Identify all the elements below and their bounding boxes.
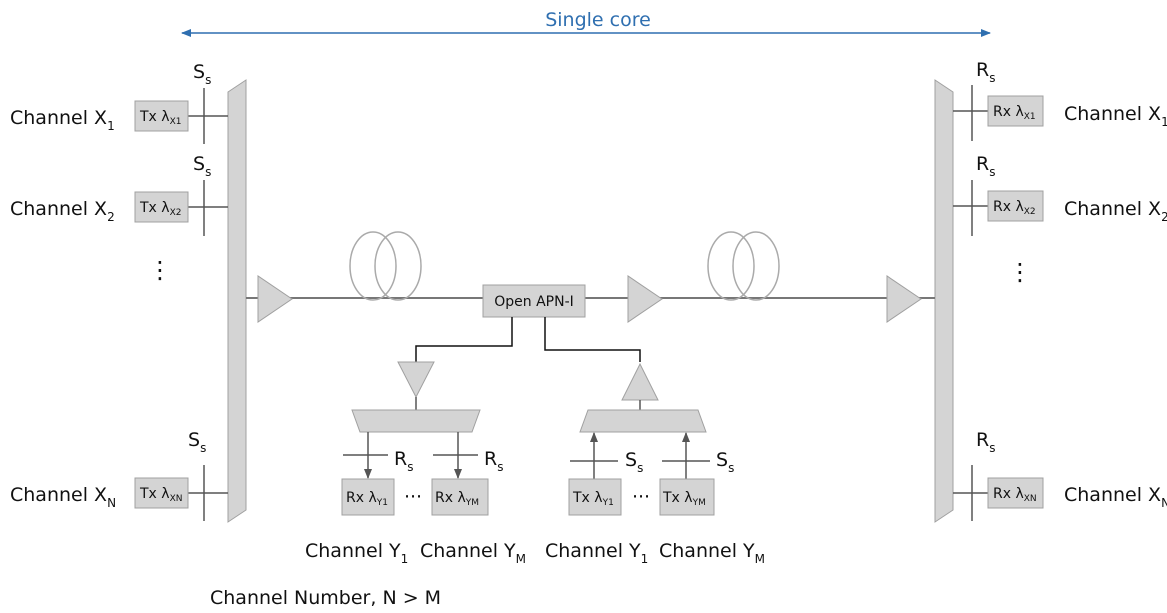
- drop-rx-y1: Rs Rx λY1: [341, 432, 413, 516]
- add-horizontal-ellipsis: ···: [632, 486, 650, 508]
- svg-text:Rs: Rs: [976, 429, 995, 455]
- svg-text:Rx λY1: Rx λY1: [346, 490, 388, 508]
- channel-xn-right: Channel XN: [1064, 484, 1167, 510]
- rx-xn-box: [987, 477, 1044, 509]
- svg-text:Rx λYM: Rx λYM: [435, 490, 479, 508]
- svg-text:Rs: Rs: [976, 153, 995, 179]
- channel-x1-left: Channel X1: [10, 107, 115, 133]
- add-tx-y1: Ss Tx λY1: [568, 432, 643, 516]
- fiber-spool-1: [349, 231, 422, 301]
- channel-xn-left: Channel XN: [10, 484, 116, 510]
- drop-channel-ym: Channel YM: [420, 540, 526, 566]
- right-rx-row-2: Rx λX2 Rs Channel X2: [953, 153, 1167, 236]
- pre-amplifier: [886, 275, 922, 323]
- rx-x1-box: [987, 95, 1044, 127]
- booster-amplifier: [257, 275, 293, 323]
- fiber-spool-2: [707, 231, 780, 301]
- drop-channel-y1: Channel Y1: [305, 540, 408, 566]
- svg-text:Ss: Ss: [188, 429, 206, 455]
- svg-text:Tx λYM: Tx λYM: [662, 490, 706, 508]
- svg-text:Rx λXN: Rx λXN: [993, 486, 1037, 504]
- left-multiplexer: [227, 79, 247, 523]
- svg-text:Ss: Ss: [193, 153, 211, 179]
- svg-text:Ss: Ss: [193, 61, 211, 87]
- right-rx-row-n: Rx λXN Rs Channel XN: [953, 429, 1167, 521]
- drop-horizontal-ellipsis: ···: [404, 486, 422, 508]
- single-core-label: Single core: [545, 9, 651, 31]
- open-apn-i-box: [482, 284, 586, 318]
- left-vertical-ellipsis: ⋮: [148, 256, 172, 284]
- add-tx-ym: Ss Tx λYM: [659, 432, 734, 516]
- right-vertical-ellipsis: ⋮: [1008, 258, 1032, 286]
- svg-text:Rx λX2: Rx λX2: [993, 199, 1036, 217]
- drop-branch-link: [415, 317, 513, 362]
- channel-x2-left: Channel X2: [10, 198, 115, 224]
- drop-rx-ym: Rs Rx λYM: [431, 432, 503, 516]
- channel-number-note: Channel Number, N > M: [210, 587, 441, 609]
- inline-amplifier: [627, 275, 663, 323]
- svg-text:Tx λY1: Tx λY1: [572, 490, 614, 508]
- add-amplifier: [621, 362, 659, 401]
- right-rx-row-1: Rx λX1 Rs Channel X1: [953, 59, 1167, 141]
- tx-xn-box: [134, 477, 189, 509]
- left-tx-row-2: Tx λX2 Ss Channel X2: [10, 153, 228, 236]
- svg-text:Tx λXN: Tx λXN: [139, 486, 183, 504]
- add-branch-link: [544, 317, 641, 362]
- svg-text:Rs: Rs: [484, 448, 503, 474]
- svg-text:Rs: Rs: [394, 448, 413, 474]
- svg-text:Tx λX2: Tx λX2: [139, 200, 182, 218]
- drop-demultiplexer: [351, 409, 481, 433]
- channel-x1-right: Channel X1: [1064, 103, 1167, 129]
- add-channel-y1: Channel Y1: [545, 540, 648, 566]
- tx-x1-box: [134, 100, 189, 132]
- channel-x2-right: Channel X2: [1064, 198, 1167, 224]
- left-tx-row-1: Tx λX1 Ss Channel X1: [10, 61, 228, 144]
- open-apn-i-label: Open APN-I: [494, 294, 574, 310]
- drop-amplifier: [397, 361, 435, 399]
- svg-text:Ss: Ss: [716, 449, 734, 475]
- svg-text:Rs: Rs: [976, 59, 995, 85]
- left-tx-row-n: Tx λXN Ss Channel XN: [10, 429, 228, 521]
- right-demultiplexer: [934, 79, 954, 523]
- svg-text:Tx λX1: Tx λX1: [139, 109, 182, 127]
- add-channel-ym: Channel YM: [659, 540, 765, 566]
- svg-text:Ss: Ss: [625, 449, 643, 475]
- add-multiplexer: [579, 409, 707, 433]
- rx-x2-box: [987, 190, 1044, 222]
- svg-text:Rx λX1: Rx λX1: [993, 104, 1036, 122]
- tx-x2-box: [134, 191, 189, 223]
